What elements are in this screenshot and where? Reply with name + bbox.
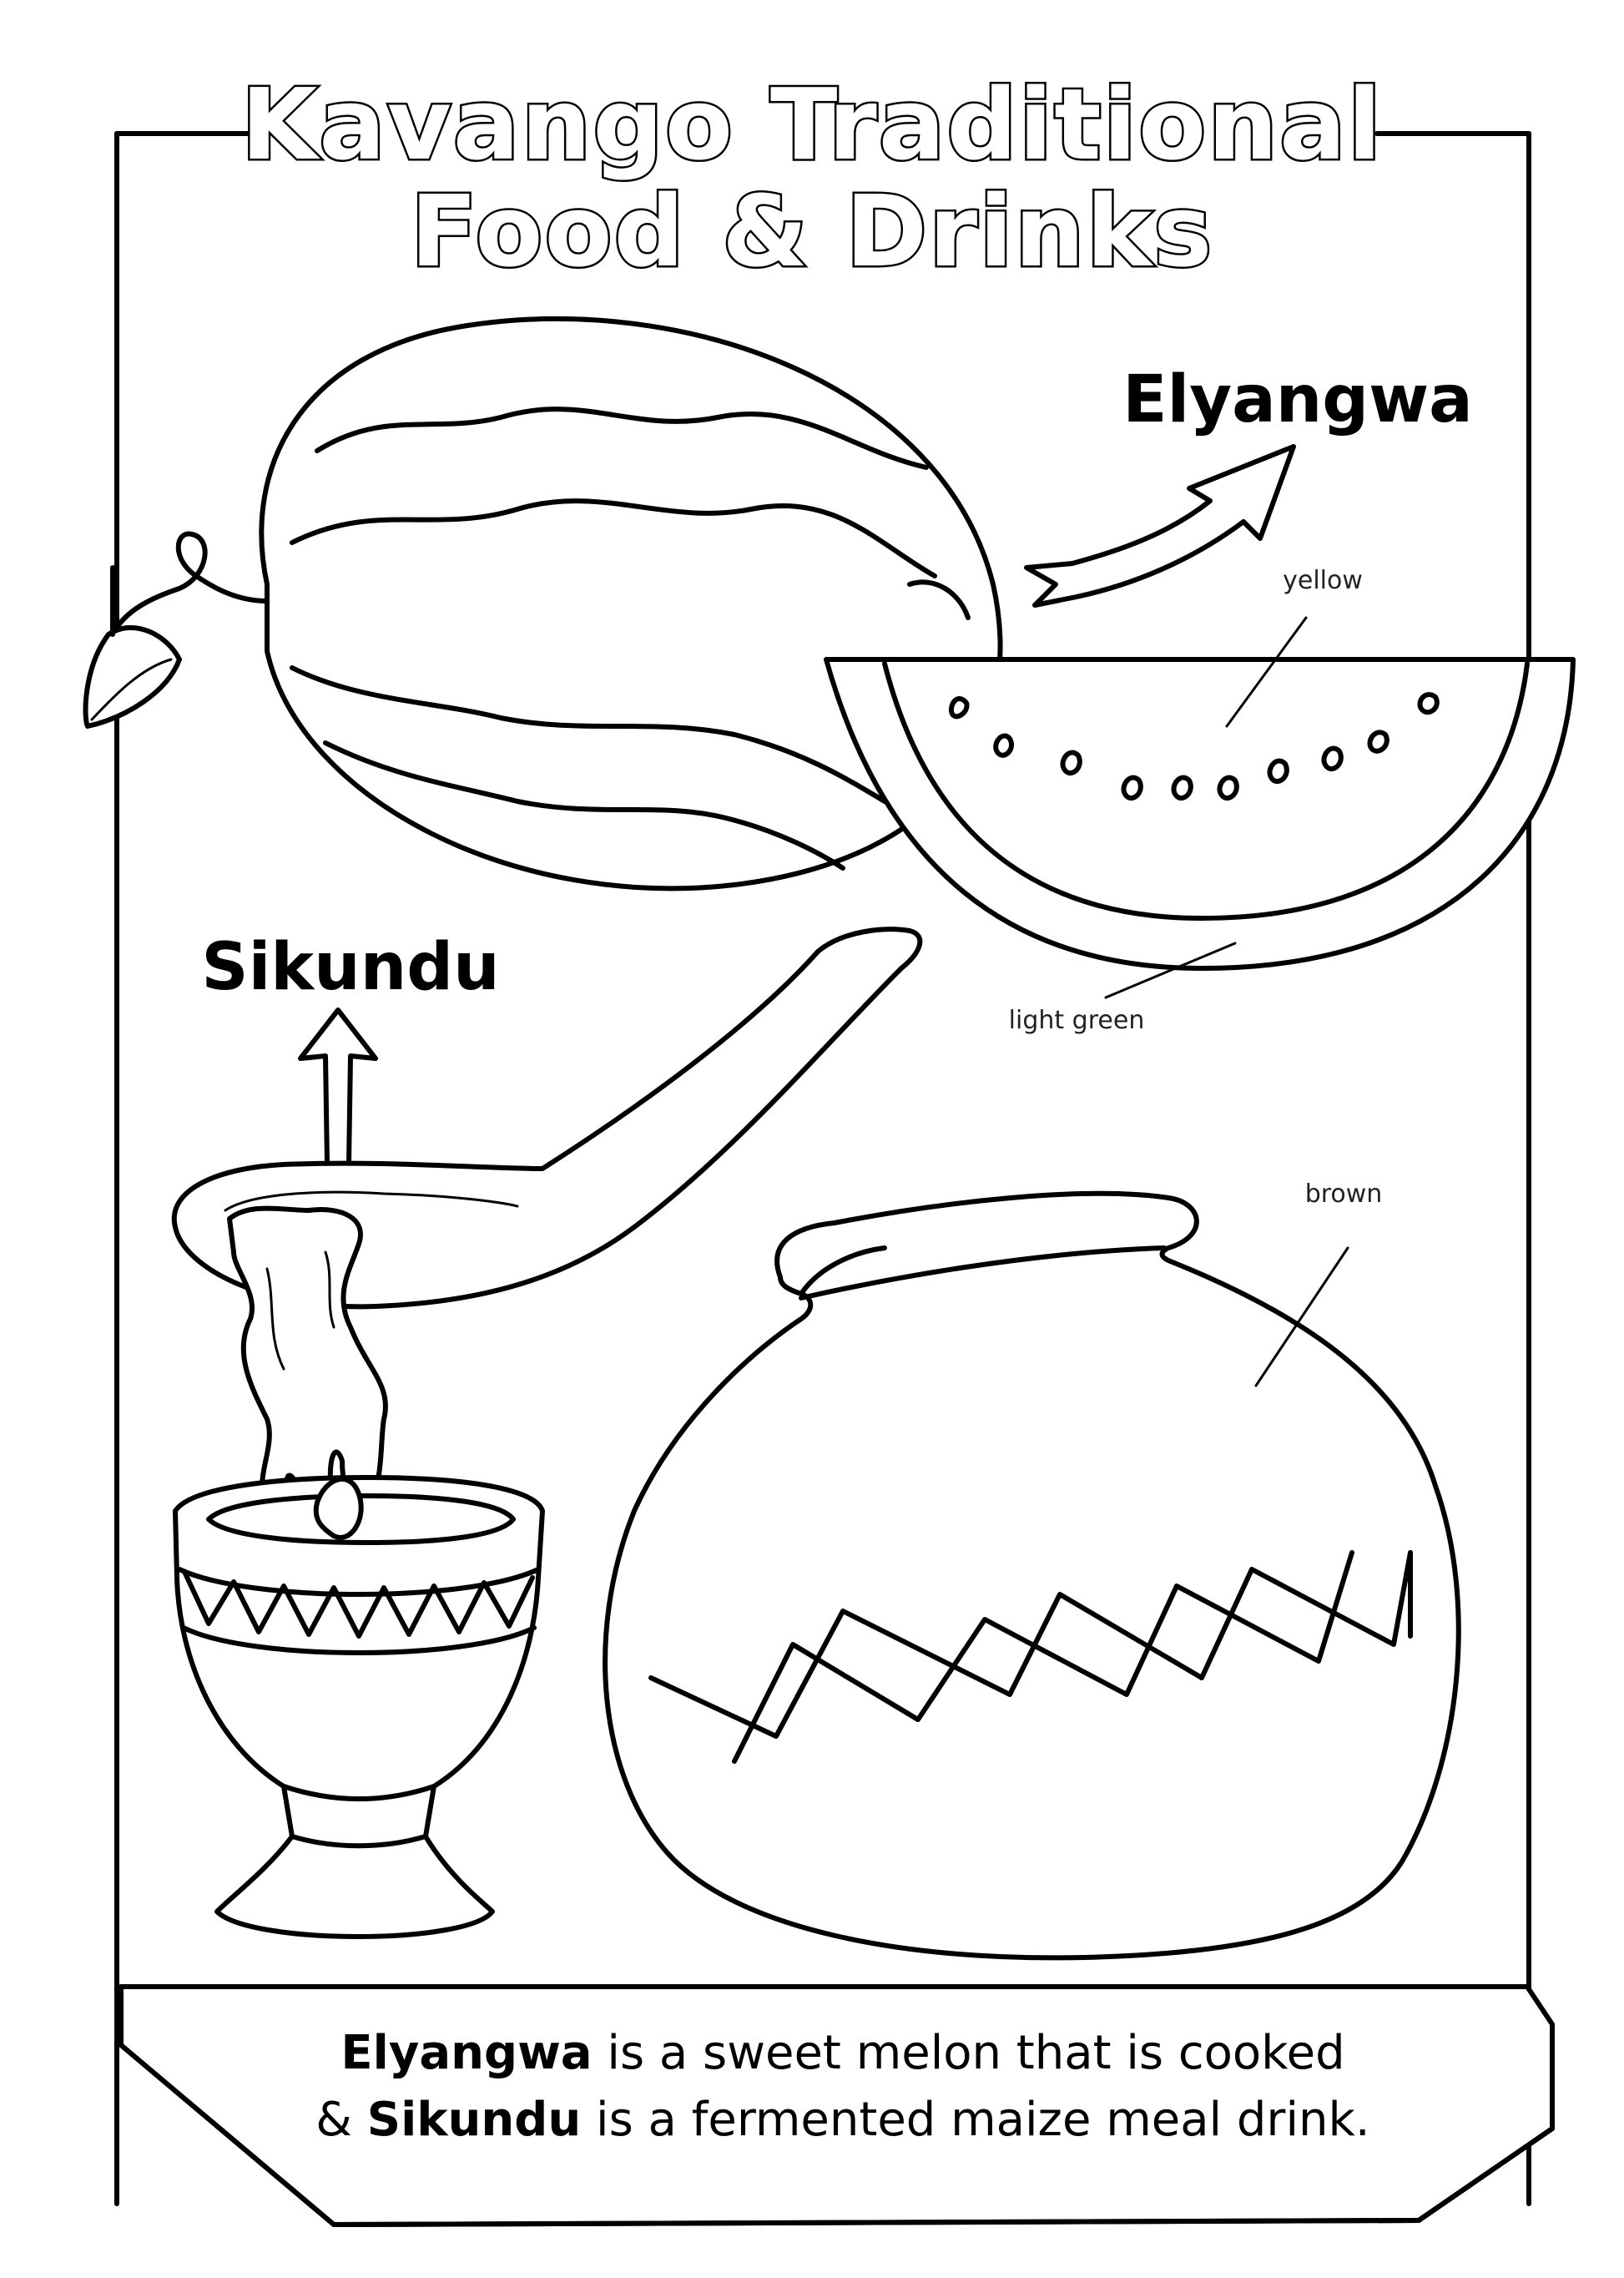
yellow-label: yellow (1283, 566, 1363, 595)
page-frame (114, 131, 1531, 2206)
elyangwa-arrow (1024, 444, 1296, 608)
caption-line-2: & Sikundu is a fermented maize meal drin… (315, 2093, 1369, 2147)
caption-line-1-rest: is a sweet melon that is cooked (593, 2026, 1345, 2080)
caption-sikundu-bold: Sikundu (367, 2093, 581, 2147)
ladle-drawing (171, 927, 923, 1310)
caption-line-2-rest: is a fermented maize meal drink. (581, 2093, 1370, 2147)
title-line-1: Kavango Traditional (241, 67, 1384, 182)
brown-label: brown (1305, 1179, 1383, 1209)
caption-banner (119, 1984, 1555, 2227)
whole-melon-drawing (83, 316, 1003, 892)
title-line-2: Food & Drinks (411, 174, 1214, 289)
cup-drawing (173, 1475, 545, 1939)
caption-line-1: Elyangwa is a sweet melon that is cooked (340, 2026, 1344, 2080)
clay-pot-drawing (603, 1190, 1461, 1961)
sikundu-arrow (298, 1008, 378, 1167)
caption-elyangwa-bold: Elyangwa (340, 2026, 592, 2080)
light-green-label: light green (1009, 1006, 1145, 1035)
elyangwa-label: Elyangwa (1122, 362, 1473, 437)
sikundu-label: Sikundu (201, 930, 499, 1005)
page-title: Kavango Traditional Food & Drinks (239, 65, 1384, 291)
melon-seeds (948, 692, 1440, 801)
melon-slice-drawing (824, 616, 1576, 999)
caption-line-2-prefix: & (315, 2093, 366, 2147)
